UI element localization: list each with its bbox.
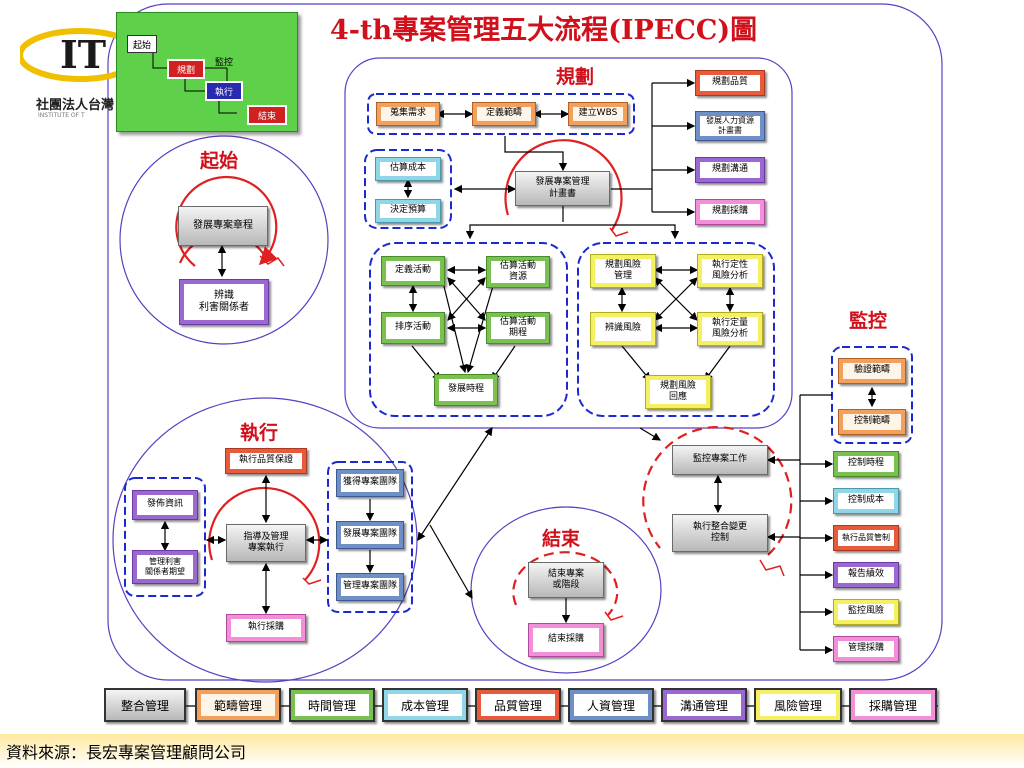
direct-manage-execution-box[interactable]: 指導及管理 專案執行	[226, 524, 306, 562]
quantitative-risk-analysis-box[interactable]: 執行定量 風險分析	[697, 312, 763, 346]
close-project-phase-box[interactable]: 結束專案 或階段	[528, 562, 604, 598]
estimate-activity-durations-box[interactable]: 估算活動 期程	[486, 312, 550, 344]
phase-label-plan: 規劃	[556, 66, 595, 88]
manage-project-team-box[interactable]: 管理專案團隊	[336, 573, 404, 601]
knowledge-area-cost[interactable]: 成本管理	[382, 688, 468, 722]
legend-start: 起始	[127, 35, 157, 53]
monitor-project-work-box[interactable]: 監控專案工作	[672, 445, 768, 475]
close-red-loop	[512, 551, 619, 616]
process-legend-thumbnail: 起始 規劃 監控 執行 結束	[116, 12, 298, 132]
create-wbs-box[interactable]: 建立WBS	[568, 102, 628, 126]
knowledge-area-time[interactable]: 時間管理	[289, 688, 375, 722]
develop-charter-box[interactable]: 發展專案章程	[178, 206, 268, 246]
monitor-risks-box[interactable]: 監控風險	[833, 599, 899, 625]
develop-schedule-box[interactable]: 發展時程	[434, 374, 498, 406]
perform-quality-control-box[interactable]: 執行品質管制	[833, 525, 899, 551]
phase-label-monitor: 監控	[849, 310, 888, 332]
develop-project-team-box[interactable]: 發展專案團隊	[336, 521, 404, 549]
qualitative-risk-analysis-box[interactable]: 執行定性 風險分析	[697, 254, 763, 288]
plan-risk-responses-box[interactable]: 規劃風險 回應	[645, 375, 711, 409]
knowledge-area-scope[interactable]: 範疇管理	[195, 688, 281, 722]
knowledge-area-communication[interactable]: 溝通管理	[661, 688, 747, 722]
conduct-procurements-box[interactable]: 執行採購	[226, 614, 306, 642]
monitor-red-loop	[642, 426, 793, 556]
perform-quality-assurance-box[interactable]: 執行品質保證	[225, 448, 307, 474]
logo-brand: IT	[60, 32, 107, 77]
sequence-activities-box[interactable]: 排序活動	[381, 312, 445, 344]
control-scope-box[interactable]: 控制範疇	[838, 409, 906, 435]
determine-budget-box[interactable]: 決定預算	[375, 199, 441, 223]
plan-quality-box[interactable]: 規劃品質	[695, 70, 765, 96]
page-title: 4-th專案管理五大流程(IPECC)圖	[330, 15, 758, 46]
verify-scope-box[interactable]: 驗證範疇	[838, 358, 906, 384]
phase-label-execute: 執行	[240, 422, 279, 444]
integrated-change-control-box[interactable]: 執行整合變更 控制	[672, 514, 768, 552]
estimate-cost-box[interactable]: 估算成本	[375, 157, 441, 181]
define-scope-box[interactable]: 定義範疇	[472, 102, 536, 126]
estimate-activity-resources-box[interactable]: 估算活動 資源	[486, 256, 550, 288]
manage-stakeholder-expectations-box[interactable]: 管理利害 關係者期望	[132, 550, 198, 584]
plan-red-loop	[504, 139, 623, 231]
knowledge-area-risk[interactable]: 風險管理	[754, 688, 842, 722]
develop-hr-plan-box[interactable]: 發展人力資源 計畫書	[695, 111, 765, 141]
knowledge-area-quality[interactable]: 品質管理	[475, 688, 561, 722]
institute-logo: IT 社團法人台灣 INSTITUTE OF T	[20, 20, 120, 120]
logo-swoosh-icon	[20, 28, 120, 82]
knowledge-area-hr[interactable]: 人資管理	[568, 688, 654, 722]
logo-org-name: 社團法人台灣	[36, 98, 115, 113]
knowledge-area-procurement[interactable]: 採購管理	[849, 688, 937, 722]
legend-monitor: 監控	[215, 58, 234, 68]
define-activities-box[interactable]: 定義活動	[381, 256, 445, 286]
control-cost-box[interactable]: 控制成本	[833, 488, 899, 514]
collect-requirements-box[interactable]: 蒐集需求	[376, 102, 440, 126]
execute-red-loop	[208, 486, 321, 581]
close-procurements-box[interactable]: 結束採購	[528, 623, 604, 657]
identify-stakeholders-box[interactable]: 辨識 利害關係者	[179, 279, 269, 325]
footer-bar	[0, 734, 1024, 768]
phase-label-start: 起始	[200, 150, 239, 172]
develop-pm-plan-box[interactable]: 發展專案管理 計畫書	[515, 171, 610, 206]
distribute-information-box[interactable]: 發佈資訊	[132, 490, 198, 520]
identify-risks-box[interactable]: 辨識風險	[590, 312, 656, 346]
knowledge-area-integration[interactable]: 整合管理	[104, 688, 186, 722]
legend-plan: 規劃	[167, 59, 205, 79]
planning-frame	[344, 57, 793, 429]
outer-frame	[107, 3, 943, 681]
phase-label-close: 結束	[542, 528, 581, 550]
legend-execute: 執行	[205, 81, 243, 101]
plan-procurements-box[interactable]: 規劃採購	[695, 199, 765, 225]
start-circle	[119, 135, 329, 345]
execute-circle	[112, 397, 418, 683]
plan-risk-management-box[interactable]: 規劃風險 管理	[590, 254, 656, 288]
logo-subtitle: INSTITUTE OF T	[38, 112, 85, 119]
plan-communications-box[interactable]: 規劃溝通	[695, 157, 765, 183]
acquire-project-team-box[interactable]: 獲得專案團隊	[336, 469, 404, 497]
control-schedule-box[interactable]: 控制時程	[833, 451, 899, 477]
legend-close: 結束	[247, 105, 287, 125]
report-performance-box[interactable]: 報告績效	[833, 562, 899, 588]
source-note: 資料來源：長宏專案管理顧問公司	[6, 743, 247, 762]
administer-procurements-box[interactable]: 管理採購	[833, 636, 899, 662]
